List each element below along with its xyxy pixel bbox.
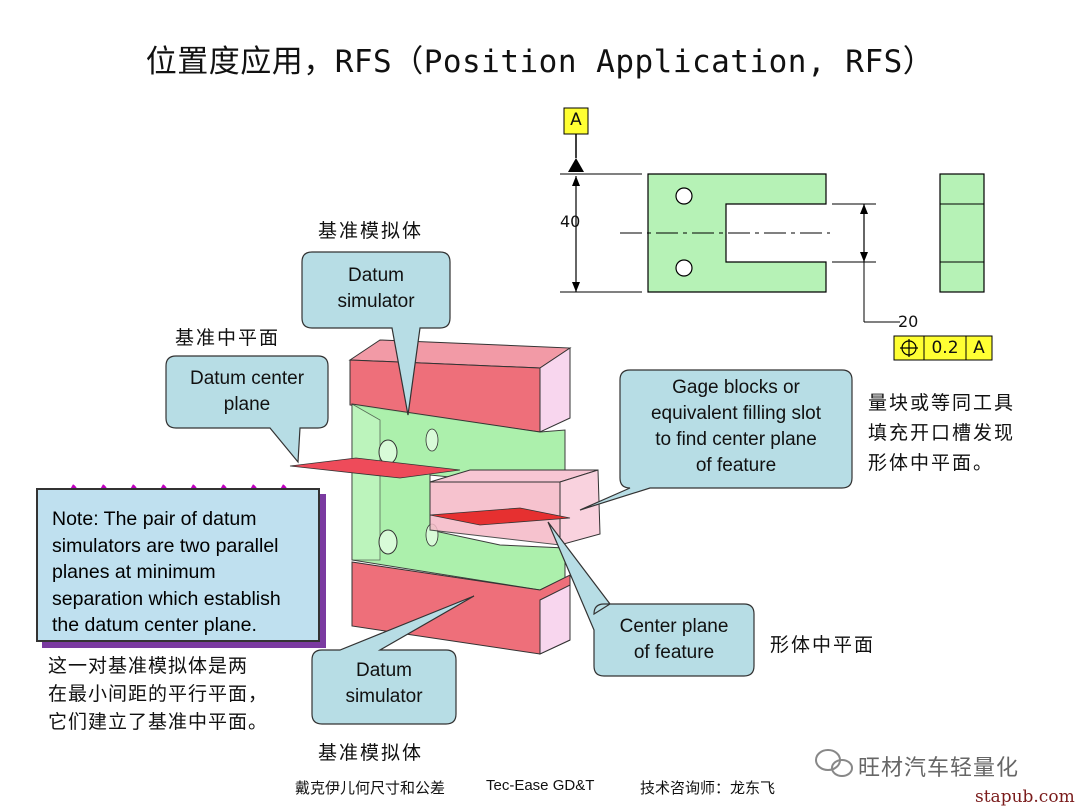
note-box <box>36 488 320 642</box>
fcf-datum-cell <box>965 335 993 361</box>
datum-a-box <box>563 107 589 135</box>
datum-a-letter: A <box>570 110 582 130</box>
footer-left: 戴克伊儿何尺寸和公差 <box>295 779 446 797</box>
dim-20-label: 20 <box>898 312 919 331</box>
fcf-datum: A <box>973 338 985 358</box>
callout-shapes <box>165 251 853 725</box>
fcf-tolerance: 0.2 <box>931 338 959 358</box>
note-text: Note: The pair of datum simulators are t… <box>52 508 281 636</box>
label-datum-simulator-cn-bottom: 基准模拟体 <box>318 742 424 764</box>
callout-datum-center-plane: Datum center plane <box>189 368 305 415</box>
callout-center-plane-feature: Center plane of feature <box>619 616 729 663</box>
hole-upper <box>675 187 693 205</box>
datum-triangle <box>568 158 584 172</box>
illustration-3d <box>289 339 601 655</box>
label-gage-cn-3: 形体中平面。 <box>868 452 995 474</box>
part-front-view <box>647 173 827 293</box>
site-mark: stapub.com <box>975 787 1075 807</box>
part-side-view <box>939 173 985 293</box>
label-center-plane-cn: 形体中平面 <box>770 634 876 656</box>
label-datum-simulator-cn-top: 基准模拟体 <box>318 220 424 242</box>
hole-lower <box>675 259 693 277</box>
label-gage-cn-1: 量块或等同工具 <box>868 392 1016 414</box>
wechat-icon <box>815 749 853 777</box>
engineering-drawing <box>560 107 993 361</box>
callout-datum-simulator-bottom: Datum simulator <box>345 660 423 707</box>
dim-40-label: 40 <box>560 212 581 231</box>
footer-center: Tec-Ease GD&T <box>486 777 595 794</box>
watermark: 旺材汽车轻量化 <box>858 756 1020 781</box>
feature-center-plane <box>429 507 571 526</box>
callout-gage-blocks: Gage blocks or equivalent filling slot t… <box>650 377 822 476</box>
page-title: 位置度应用，RFS（Position Application, RFS） <box>145 44 935 80</box>
note-text-cn: 这一对基准模拟体是两 在最小间距的平行平面， 它们建立了基准中平面。 <box>48 655 269 733</box>
datum-center-plane <box>289 457 461 479</box>
footer-right: 技术咨询师：龙东飞 <box>640 779 776 797</box>
label-gage-cn-2: 填充开口槽发现 <box>868 422 1016 444</box>
label-datum-center-plane-cn: 基准中平面 <box>175 327 281 349</box>
callout-datum-simulator-top: Datum simulator <box>337 265 415 312</box>
